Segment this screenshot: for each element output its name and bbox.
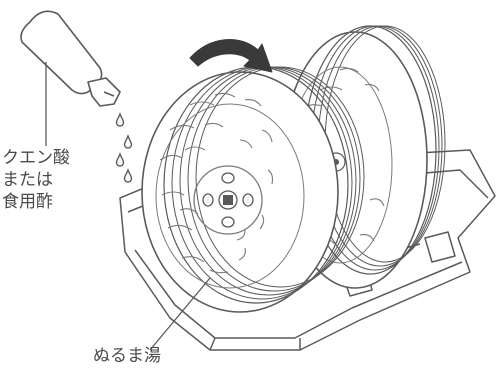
citric-acid-line-3: 食用酢	[2, 192, 53, 212]
citric-acid-line-2: または	[2, 170, 53, 190]
citric-acid-line-1: クエン酸	[2, 148, 70, 168]
leader-lines	[45, 62, 211, 351]
front-filter-disk	[141, 66, 365, 313]
warm-water-label: ぬるま湯	[93, 346, 161, 366]
drop-icon	[115, 113, 133, 183]
bottle-icon	[20, 10, 121, 107]
warm-water-leader	[149, 277, 211, 351]
hub	[193, 165, 263, 235]
citric-acid-label: クエン酸 または 食用酢	[2, 147, 70, 213]
rotate-arrow-icon	[189, 39, 273, 73]
